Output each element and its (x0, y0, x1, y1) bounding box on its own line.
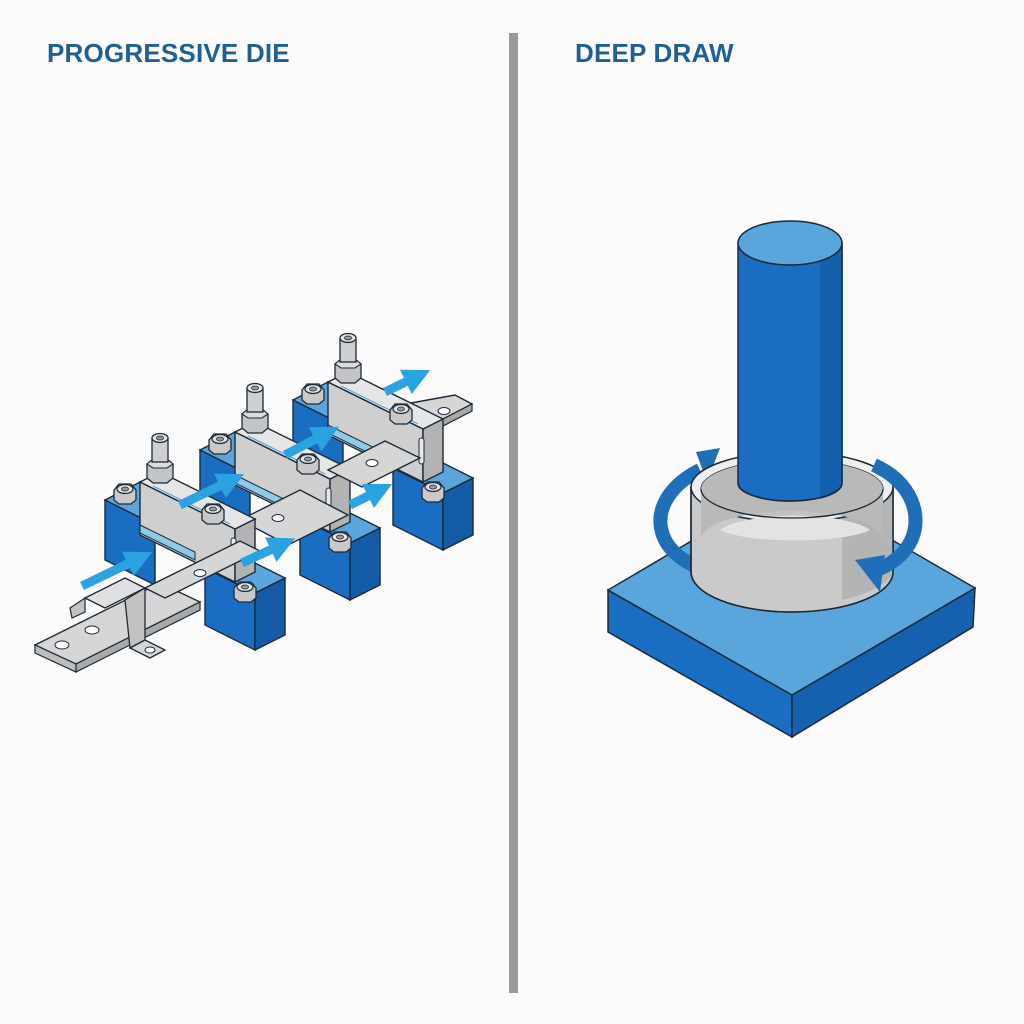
punch-cylinder (737, 220, 843, 502)
feed-arrow-3 (240, 537, 296, 568)
progressive-die-illustration (33, 334, 473, 673)
strip-entry (33, 540, 262, 673)
feed-arrow-4 (282, 426, 339, 459)
feed-arrow-6 (383, 369, 431, 397)
feed-arrow-2 (178, 473, 245, 510)
strip-segment (238, 440, 422, 546)
feed-arrow-1 (80, 551, 153, 591)
rotation-arrowhead-right (855, 555, 885, 592)
feed-arrows (80, 369, 431, 591)
feed-arrow-5 (347, 483, 393, 510)
deep-draw-illustration (606, 220, 977, 739)
rotation-arrowhead-left (696, 448, 720, 482)
rotation-arrow-right (867, 458, 923, 579)
progressive-die-title: PROGRESSIVE DIE (47, 38, 290, 68)
deep-draw-title: DEEP DRAW (575, 38, 734, 68)
panel-divider (509, 33, 518, 993)
